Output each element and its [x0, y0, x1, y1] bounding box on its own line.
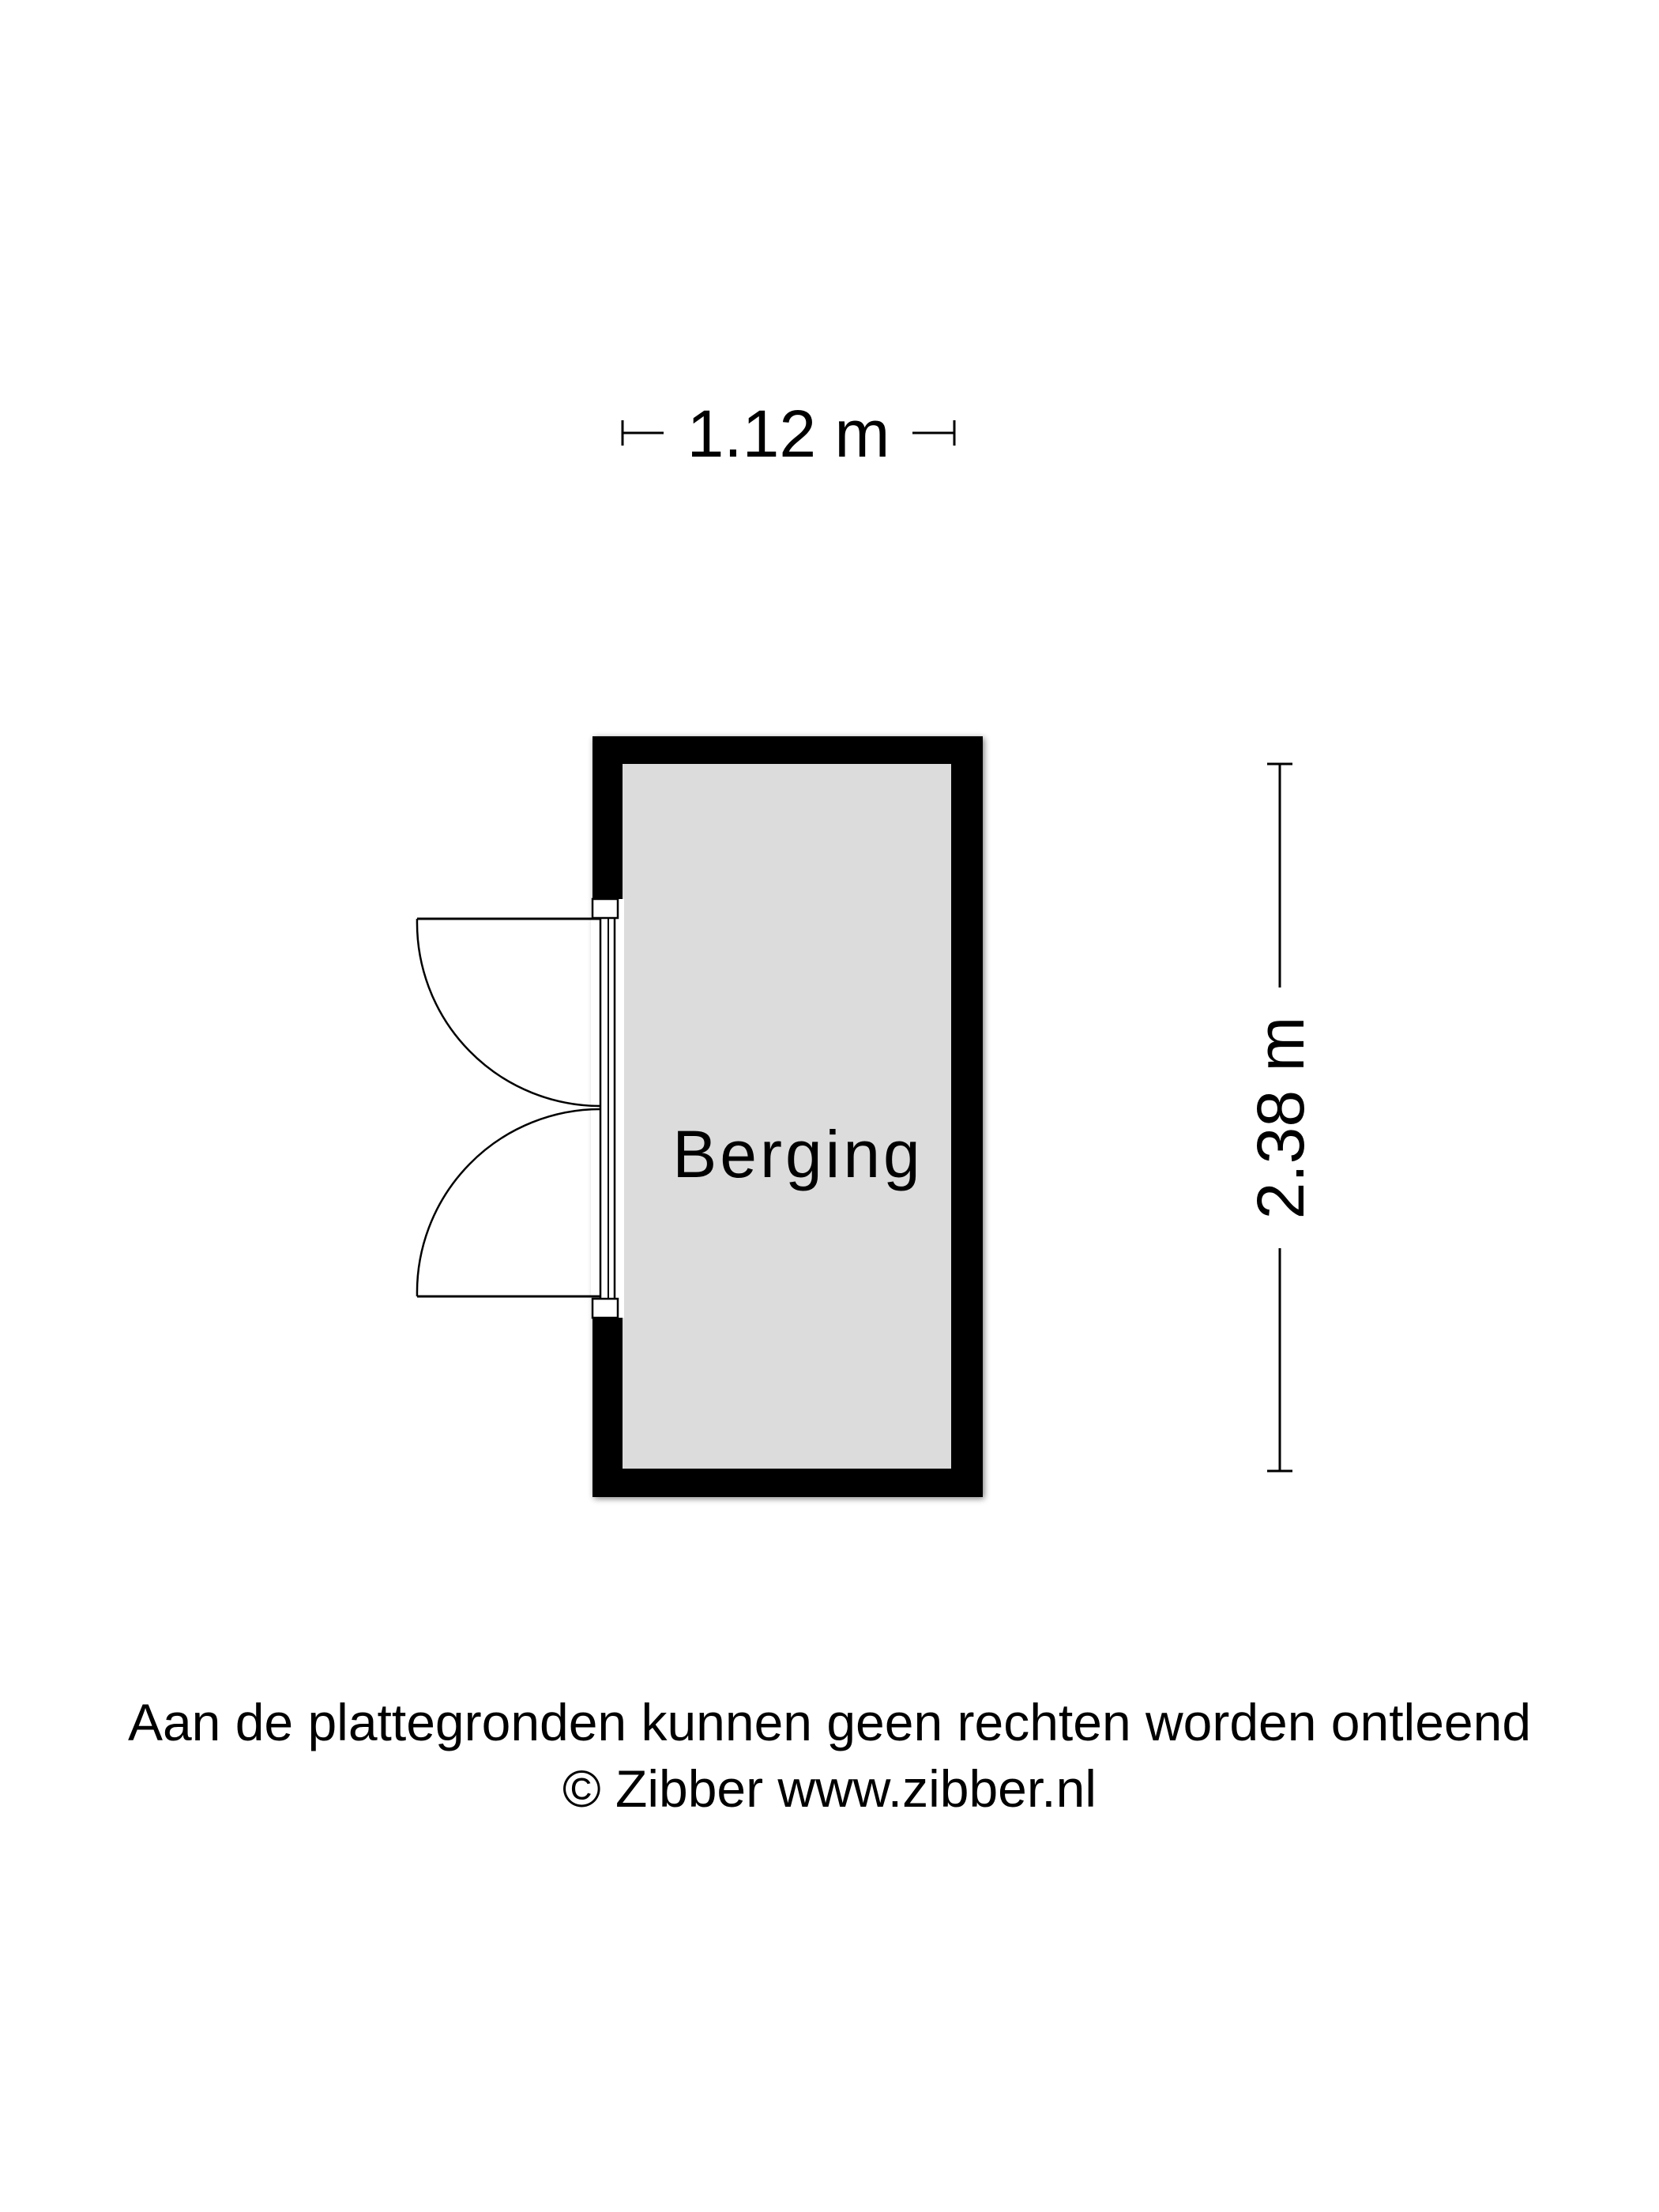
room-berging: Berging	[416, 736, 983, 1497]
width-dimension: 1.12 m	[621, 397, 956, 471]
double-door	[416, 917, 601, 1298]
height-dimension: 2.38 m	[1243, 762, 1318, 1473]
room-floor	[623, 764, 951, 1469]
height-dimension-label: 2.38 m	[1243, 1017, 1318, 1220]
door-jamb-top	[591, 897, 619, 920]
copyright-text: © Zibber www.zibber.nl	[562, 1759, 1097, 1818]
disclaimer-text: Aan de plattegronden kunnen geen rechten…	[127, 1693, 1532, 1751]
door-jamb-bottom	[591, 1297, 619, 1319]
room-name-label: Berging	[672, 1117, 924, 1191]
door-swing-arc-top	[416, 918, 601, 1108]
door-swing-arc-bottom	[416, 1108, 601, 1297]
width-dimension-label: 1.12 m	[687, 397, 890, 471]
